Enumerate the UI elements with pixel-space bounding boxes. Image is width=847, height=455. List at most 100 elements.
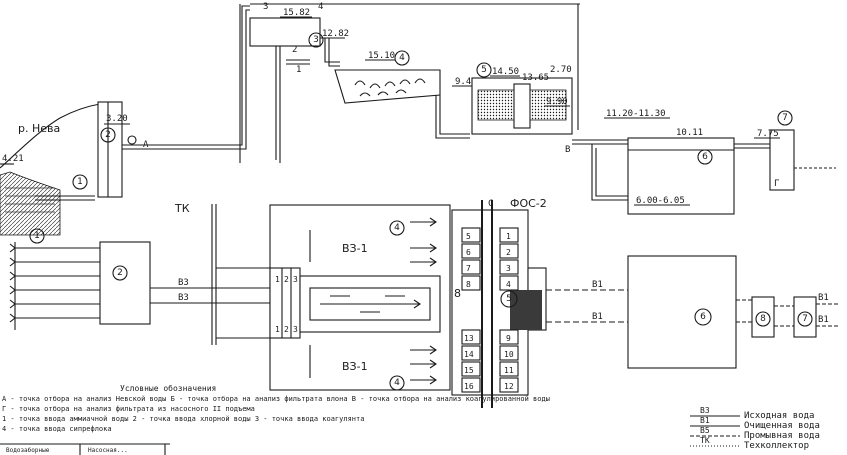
mark-3: 3 <box>263 2 268 12</box>
elev-7-75: 7.75 <box>757 129 779 139</box>
tk-collector <box>211 204 217 345</box>
mix-cell-1: 1 <box>275 275 280 284</box>
vz-lines <box>150 287 270 304</box>
filter-cell-2: 2 <box>506 248 511 257</box>
elev-11-20: 11.20-11.30 <box>606 109 666 119</box>
b-node-4a-label: 4 <box>394 223 400 233</box>
bottom-scheme: 1 2 ВЗ ВЗ ТК 1 2 3 1 2 3 ВЗ-1 ВЗ-1 4 <box>9 197 840 408</box>
b-node-4b-circle <box>389 375 405 391</box>
mark-1: 1 <box>296 65 301 75</box>
tank-bypass <box>591 144 628 201</box>
intake-pipe <box>35 195 95 201</box>
v1-label-4: В1 <box>818 315 829 325</box>
b-unit-7 <box>793 296 817 338</box>
floc-swirls <box>354 78 426 89</box>
b-node-2-label: 2 <box>117 268 123 278</box>
mark-a: А <box>143 140 149 150</box>
elev-12-82: 12.82 <box>322 29 349 39</box>
filter-cell-14: 14 <box>464 350 474 359</box>
filter-cell-15: 15 <box>464 366 474 375</box>
b-node-6-label: 6 <box>700 312 706 322</box>
legend-title: Условные обозначения <box>120 383 216 393</box>
key-code-3: В5 <box>700 426 710 435</box>
inlet-heads <box>9 243 16 323</box>
top-scheme: 4.21 р. Нева 2 3.20 1 А 3 15.82 4 3 12.8… <box>0 2 836 236</box>
key-code-4: ТК <box>700 436 710 445</box>
dosing-line <box>286 59 310 65</box>
node-6-label: 6 <box>702 152 708 162</box>
tank-outlet <box>734 143 770 149</box>
water-level-lines <box>5 187 55 213</box>
node-3-label: 3 <box>313 35 319 45</box>
node-7-label: 7 <box>782 113 788 123</box>
key-label-2: Очищенная вода <box>744 421 820 431</box>
pump-station <box>769 129 795 191</box>
vz-label-1: ВЗ <box>178 278 189 288</box>
inlet-lines <box>15 247 100 319</box>
mixer-header <box>249 17 321 47</box>
final-outlets <box>816 303 840 327</box>
vz1-upper: ВЗ-1 <box>342 242 368 255</box>
river-bed <box>0 171 61 236</box>
stamp-cell-1: Водозаборные <box>6 447 50 454</box>
mark-2: 2 <box>292 45 297 55</box>
b-node-6-circle <box>694 308 712 326</box>
b-reservoir <box>627 255 737 369</box>
fos-c: С <box>488 199 493 209</box>
legend-line-4: 4 - точка ввода сипрефлока <box>2 425 112 433</box>
key-label-1: Исходная вода <box>744 411 814 421</box>
b-node-1-label: 1 <box>34 231 40 241</box>
filter-media-right <box>529 89 567 121</box>
filter-cells-bottom: 13 9 14 10 15 11 16 12 <box>461 329 519 393</box>
floc-flow-arrow <box>413 299 421 309</box>
mix-cell-3: 3 <box>293 275 298 284</box>
key-code-2: В1 <box>700 416 710 425</box>
b-node-4a-circle <box>389 220 405 236</box>
clarifier-arrows <box>410 221 436 381</box>
legend-keys: ВЗ В1 В5 ТК Исходная вода Очищенная вода… <box>690 406 820 451</box>
node-4-label: 4 <box>399 53 405 63</box>
tk-label: ТК <box>174 202 190 215</box>
b-node-1-circle <box>29 228 45 244</box>
elev-9-90: 9.90 <box>546 97 568 107</box>
elev-3-20: 3.20 <box>106 114 128 124</box>
mark-4: 4 <box>318 2 323 12</box>
elev-2-70: 2.70 <box>550 65 572 75</box>
elev-14-50: 14.50 <box>492 67 519 77</box>
clarifier-arrowheads <box>429 217 437 385</box>
river-label: р. Нева <box>18 122 60 135</box>
down-pipe <box>275 46 281 163</box>
legend-line-1: А - точка отбора на анализ Невской воды … <box>2 395 550 403</box>
node-3-circle <box>308 32 324 48</box>
tk-branches <box>216 267 272 339</box>
filter-media-left <box>477 89 515 121</box>
mark-g: Г <box>774 179 779 189</box>
key-label-4: Техколлектор <box>744 441 809 451</box>
legend-line-3: 1 - точка ввода аммиачной воды 2 - точка… <box>2 415 364 423</box>
legend: Условные обозначения А - точка отбора на… <box>0 383 820 455</box>
b-pump-station <box>99 241 151 325</box>
filter-cell-1: 1 <box>506 232 511 241</box>
filter-cell-5: 5 <box>466 232 471 241</box>
pump-line <box>122 144 150 150</box>
node-5-label: 5 <box>481 65 487 75</box>
floc-dashes <box>330 295 405 313</box>
filter-cell-6: 6 <box>466 248 471 257</box>
elev-15-82: 15.82 <box>283 8 310 18</box>
mix-cell-2: 2 <box>284 275 289 284</box>
mark-v: В <box>565 145 570 155</box>
mix-cell-4: 1 <box>275 325 280 334</box>
b-node-4b-label: 4 <box>394 378 400 388</box>
node-6-circle <box>697 149 713 165</box>
filter-cell-10: 10 <box>504 350 514 359</box>
filter-cell-12: 12 <box>504 382 514 391</box>
b-node-5-label: 5 <box>506 294 512 304</box>
v1-label-3: В1 <box>818 293 829 303</box>
mixer-block <box>269 267 301 339</box>
node-2-label: 2 <box>105 130 111 140</box>
node-1-label: 1 <box>77 177 83 187</box>
vz-label-2: ВЗ <box>178 293 189 303</box>
node-2-circle <box>100 127 116 143</box>
mix-cell-6: 3 <box>293 325 298 334</box>
zeta-label: 8 <box>454 287 461 300</box>
